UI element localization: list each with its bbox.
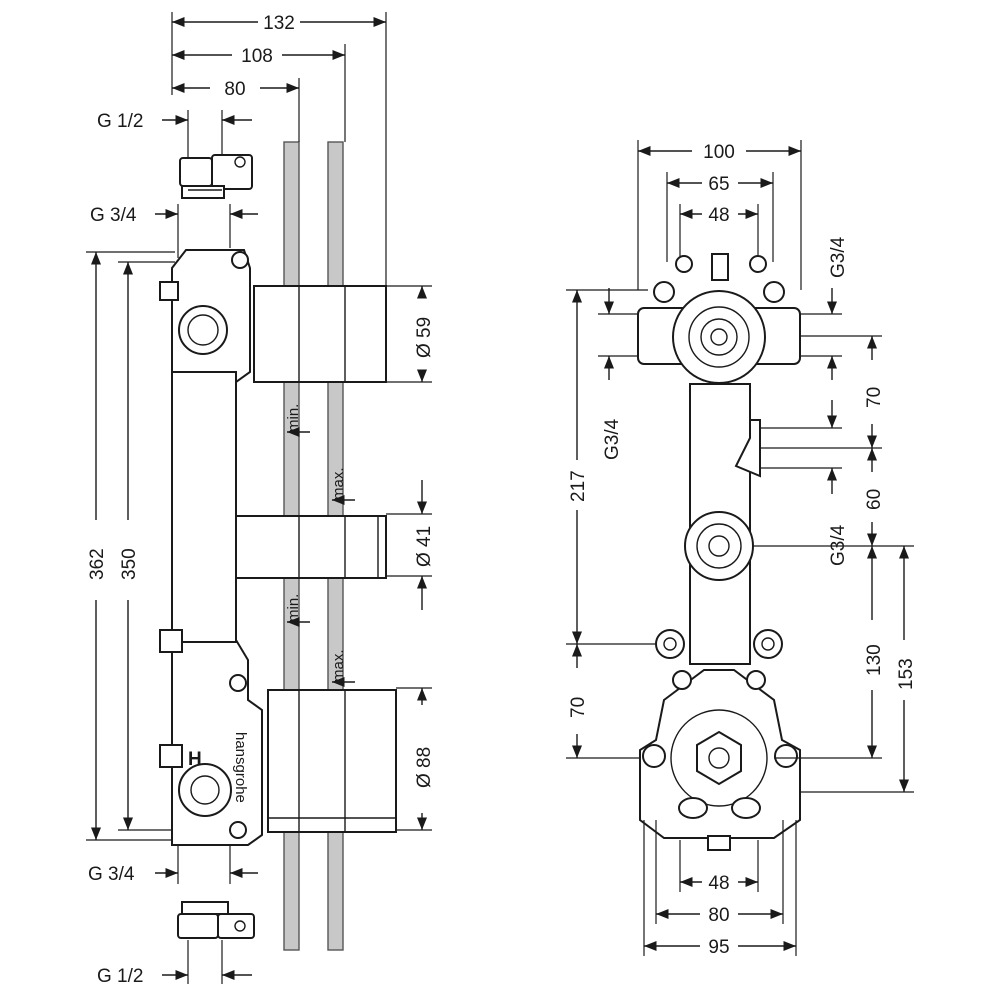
dimension-label: 217: [568, 470, 589, 502]
diameter-label: Ø 41: [414, 526, 435, 567]
dimension-label: 70: [568, 697, 589, 718]
sleeve-top: [253, 285, 387, 383]
valve-body-side: H hansgrohe: [159, 249, 263, 846]
dimension-362: 362: [86, 251, 175, 841]
thread-label: G 3/4: [90, 205, 137, 226]
dimension-label: 95: [708, 937, 729, 958]
thread-label: G3/4: [828, 236, 849, 278]
max-label: max.: [330, 649, 347, 682]
right-front-view: 100 65 48: [566, 140, 917, 958]
sleeve-bottom: [267, 689, 397, 833]
top-fitting-part: [179, 154, 253, 199]
bottom-fitting-part: [177, 901, 255, 939]
dimension-label: 48: [708, 873, 729, 894]
dimension-130-right: 130: [864, 546, 885, 758]
dimension-80-bottom: 80: [656, 905, 783, 926]
dimension-95-bottom: 95: [644, 937, 796, 958]
thread-g12-bottom: G 1/2: [97, 940, 252, 987]
dimension-label: 80: [224, 79, 245, 100]
dimension-100: 100: [637, 140, 802, 290]
thread-g34-top: G 3/4: [90, 204, 258, 258]
dimension-label: 100: [703, 142, 735, 163]
dimension-60-right: 60: [864, 448, 885, 546]
diameter-59: Ø 59: [386, 285, 435, 383]
dimension-label: 108: [241, 46, 273, 67]
thread-g34-bottom: G 3/4: [88, 846, 258, 885]
diameter-label: Ø 59: [414, 317, 435, 358]
thread-label: G 1/2: [97, 111, 143, 132]
dimension-70-right: 70: [864, 336, 885, 448]
dimension-label: 48: [708, 205, 729, 226]
dimension-153-right: 153: [896, 546, 917, 792]
dimension-label: 130: [864, 644, 885, 676]
brand-marking: hansgrohe: [232, 732, 249, 803]
valve-body-front: [637, 253, 801, 851]
dimension-48-top: 48: [679, 204, 759, 262]
dimension-label: 70: [864, 387, 885, 408]
dimension-48-bottom: 48: [680, 873, 758, 894]
thread-label: G 3/4: [88, 864, 135, 885]
diameter-41: Ø 41: [386, 480, 435, 610]
dimension-80: 80: [172, 78, 300, 142]
left-side-view: 132 108 80 G 1/2: [86, 12, 435, 987]
thread-label: G3/4: [602, 418, 623, 460]
dimension-65: 65: [666, 172, 774, 262]
thread-g12-top: G 1/2: [97, 110, 252, 160]
dimension-label: 350: [119, 548, 140, 580]
sleeve-mid: [235, 515, 387, 579]
side-marking: H: [188, 749, 202, 770]
dimension-label: 132: [263, 13, 295, 34]
dimension-label: 65: [708, 174, 729, 195]
min-label: min.: [285, 404, 302, 432]
max-label: max.: [330, 467, 347, 500]
wall-depth-labels: min. max. min. max.: [285, 404, 355, 688]
dimension-217: 217: [568, 290, 589, 644]
thread-g34-left: G3/4: [602, 288, 623, 460]
dimension-70-left: 70: [568, 644, 589, 758]
dimension-label: 362: [87, 548, 108, 580]
dimension-label: 60: [864, 489, 885, 510]
thread-label: G 1/2: [97, 966, 143, 987]
min-label: min.: [285, 594, 302, 622]
thread-g34-right-mid: G3/4: [826, 400, 849, 566]
thread-label: G3/4: [828, 524, 849, 566]
diameter-label: Ø 88: [414, 747, 435, 788]
dimension-132: 132: [171, 12, 387, 285]
dimension-350: 350: [118, 261, 175, 831]
diameter-88: Ø 88: [396, 687, 435, 831]
thread-g34-right-top: G3/4: [826, 236, 849, 380]
dimension-label: 153: [896, 658, 917, 690]
dimension-108: 108: [172, 44, 346, 142]
dimension-label: 80: [708, 905, 729, 926]
